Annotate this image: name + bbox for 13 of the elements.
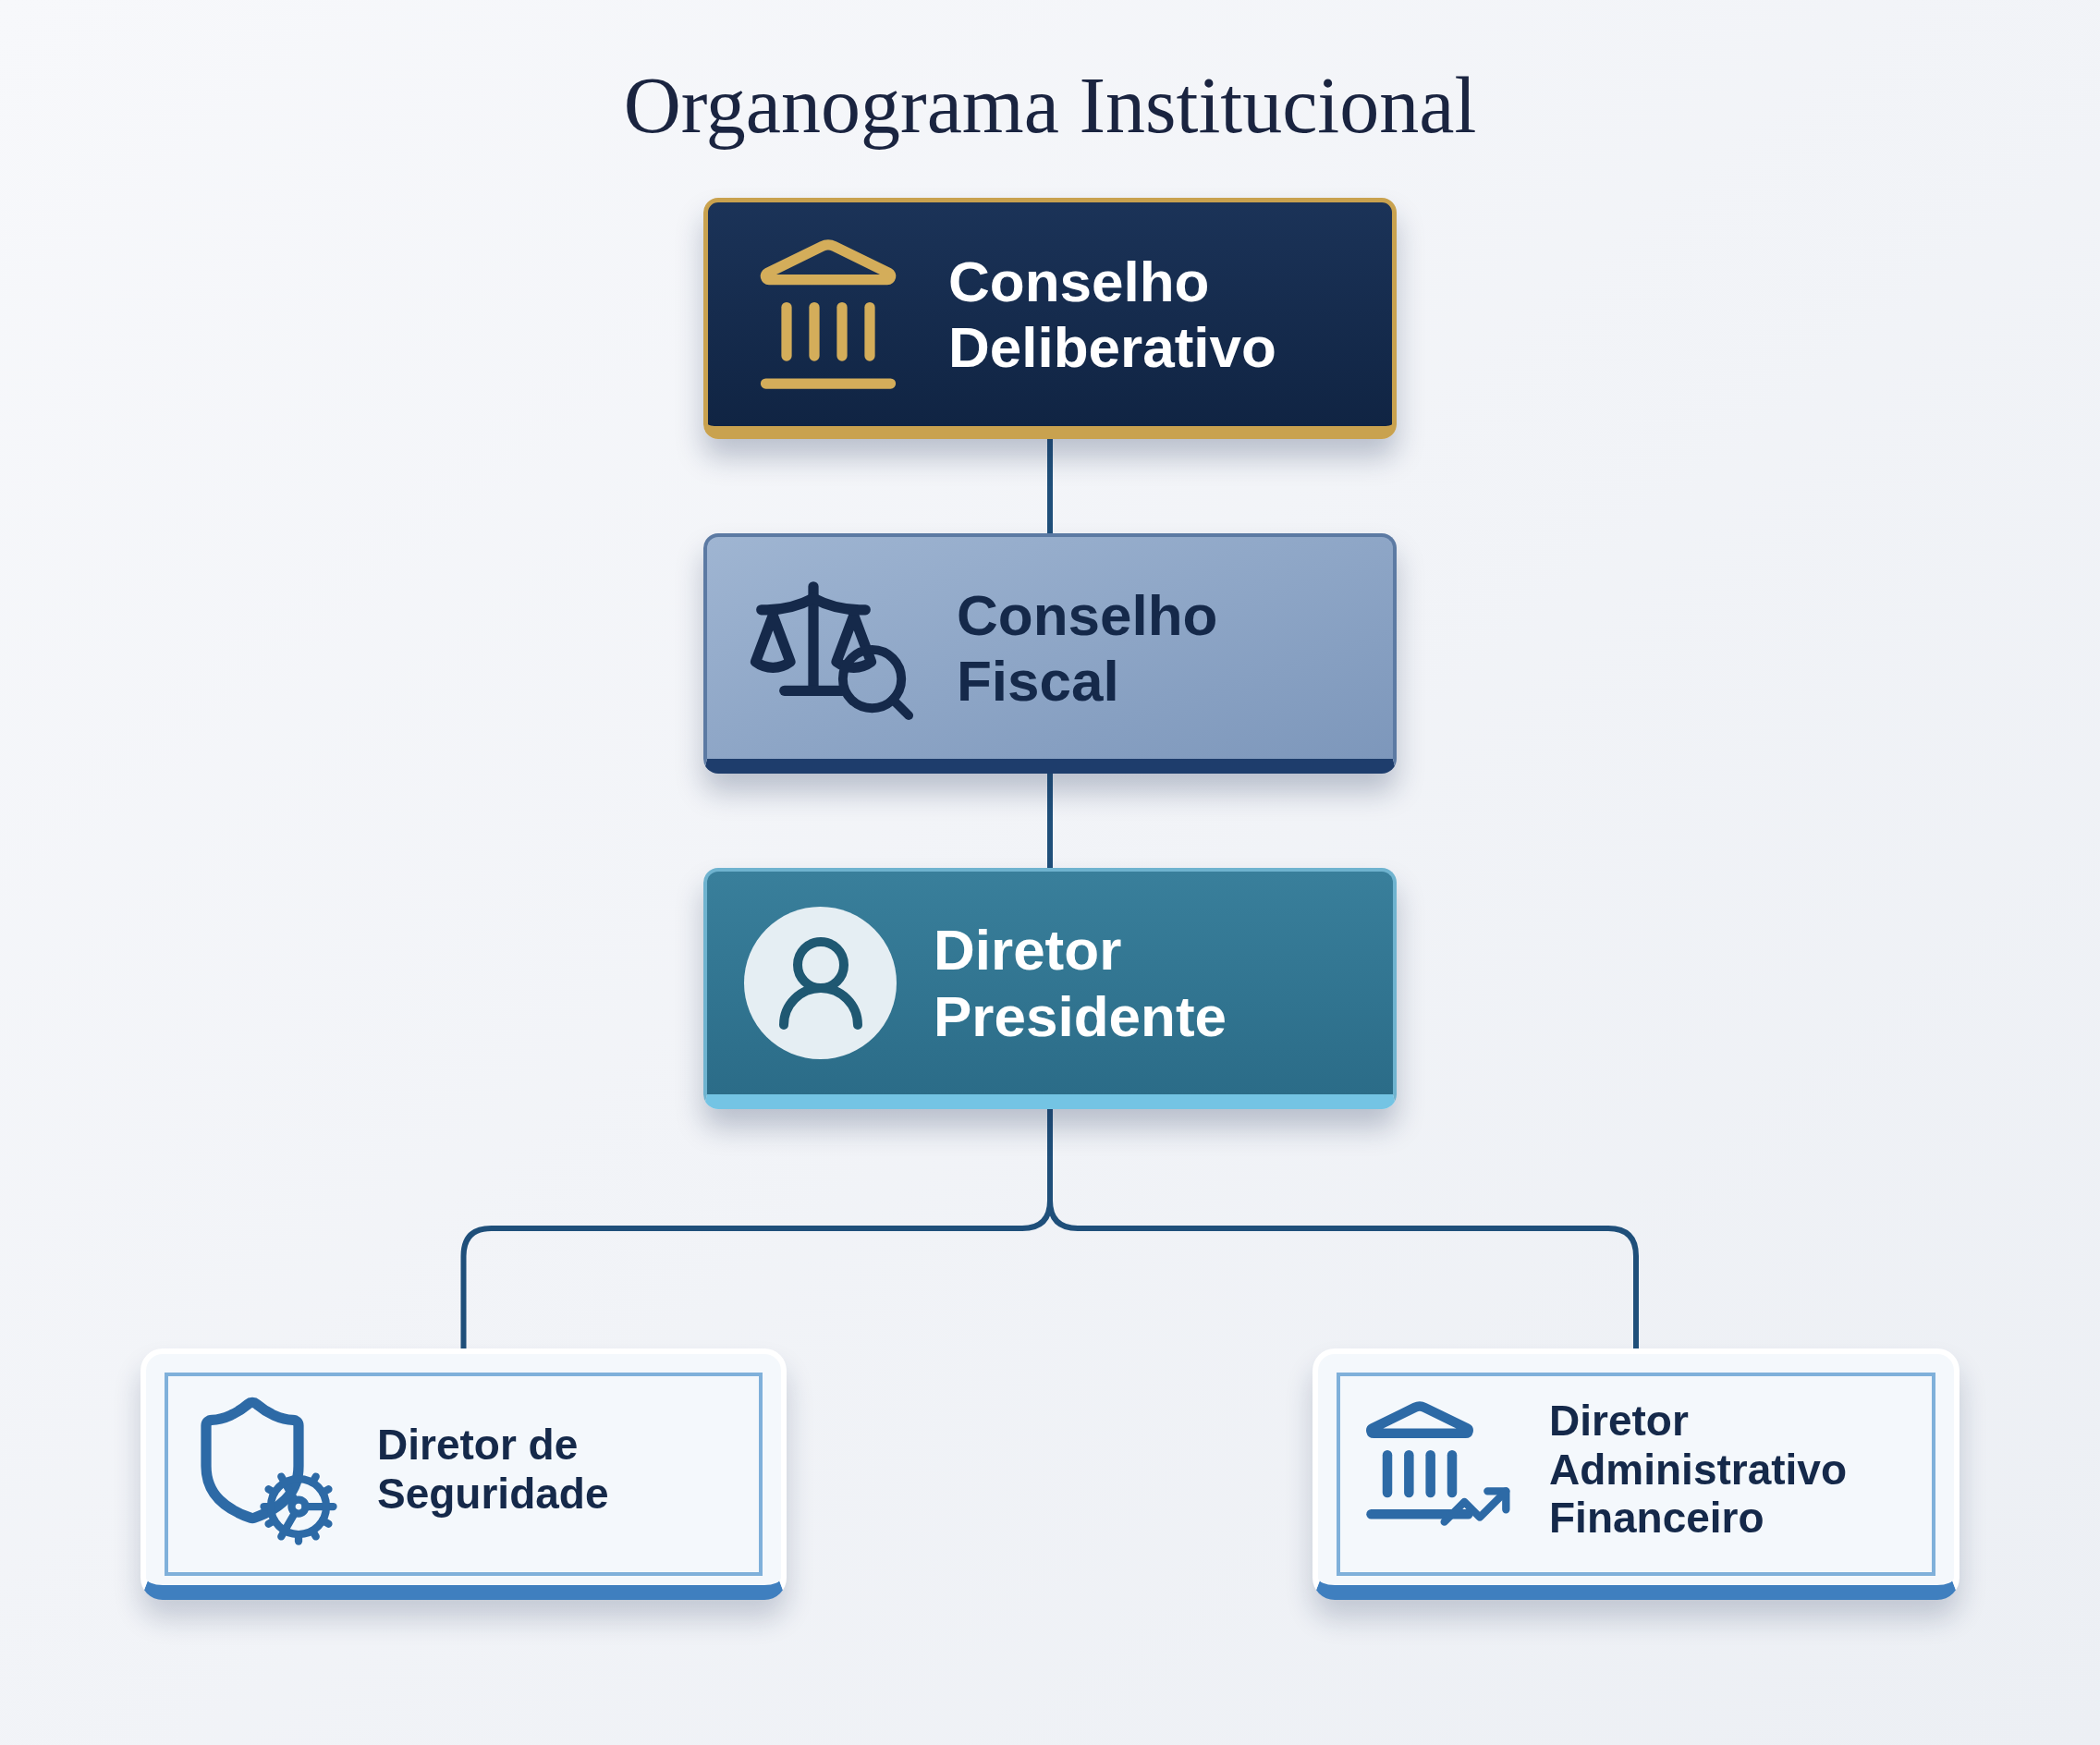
box-title: Conselho Deliberativo	[948, 248, 1277, 381]
box-title: Diretor Presidente	[934, 917, 1228, 1049]
box-title: Diretor Administrativo Financeiro	[1549, 1396, 1849, 1544]
box-title: Diretor de Seguridade	[377, 1421, 610, 1519]
org-box	[703, 533, 1397, 774]
box-title: Conselho Fiscal	[957, 581, 1219, 714]
connector-line	[1047, 774, 1053, 868]
org-box	[703, 198, 1397, 439]
org-box	[140, 1348, 787, 1600]
connector-line	[1047, 439, 1053, 533]
org-box	[1312, 1348, 1960, 1600]
diagram-title: Organograma Institucional	[623, 60, 1477, 152]
org-box	[703, 868, 1397, 1109]
